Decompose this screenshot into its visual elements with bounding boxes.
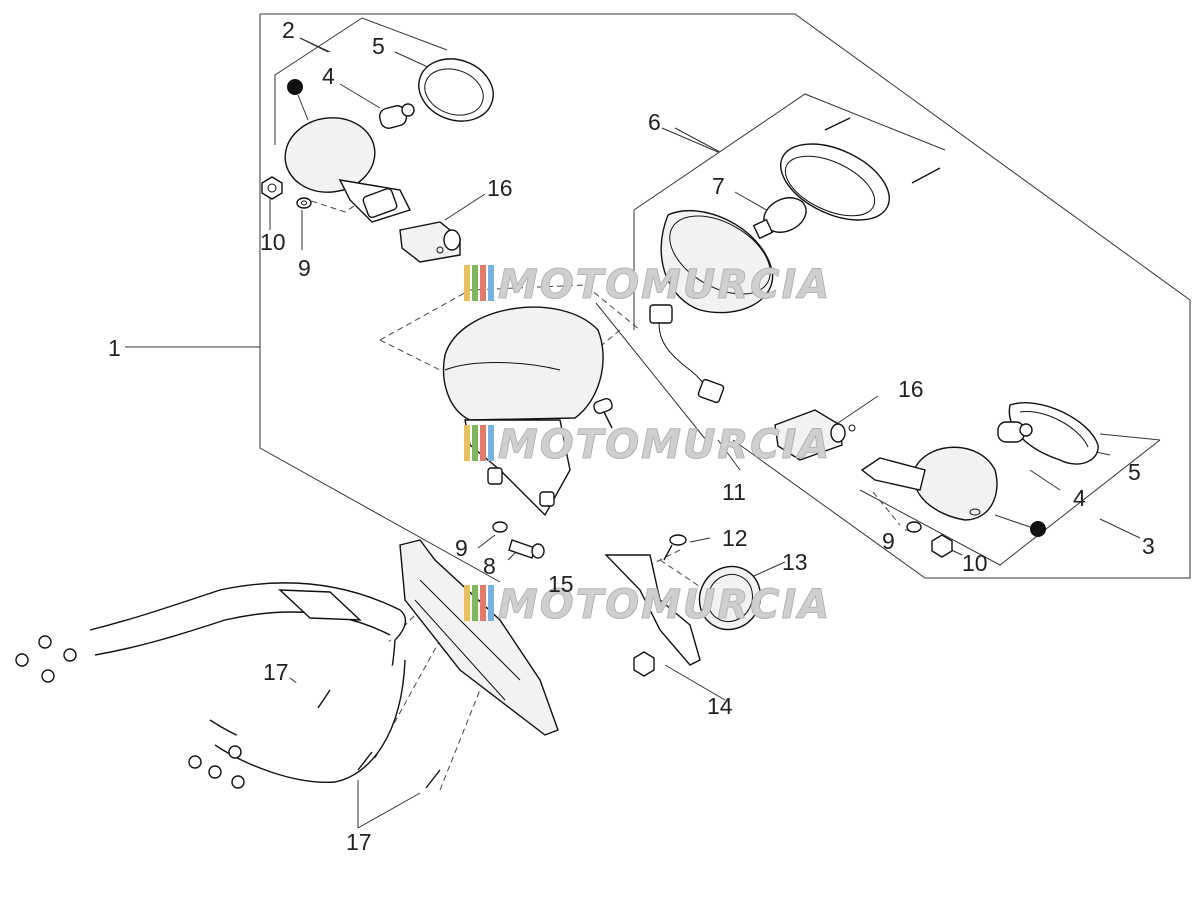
rivet-part	[317, 689, 441, 789]
tail-bulb-part	[752, 197, 807, 240]
indicator-body-part	[860, 446, 1046, 537]
grab-rail-part	[15, 582, 407, 789]
callout-13: 13	[782, 549, 808, 575]
callout-9-right: 9	[882, 528, 895, 554]
callout-2: 2	[282, 17, 295, 43]
callout-15: 15	[548, 571, 574, 597]
watermark-text: MOTOMURCIA	[498, 422, 831, 468]
reference-dot	[1030, 521, 1046, 537]
nut-part	[261, 176, 283, 200]
callout-3: 3	[1142, 533, 1155, 559]
callout-16-left: 16	[487, 175, 513, 201]
callout-6: 6	[648, 109, 661, 135]
callout-17-top: 17	[263, 659, 289, 685]
callout-4-right: 4	[1073, 485, 1086, 511]
callout-7: 7	[712, 173, 725, 199]
tail-light-group	[649, 117, 941, 404]
callout-16-right: 16	[898, 376, 924, 402]
callout-10-left: 10	[260, 229, 286, 255]
watermark-3: MOTOMURCIA	[464, 582, 831, 629]
callout-12: 12	[722, 525, 748, 551]
nut-part	[931, 534, 953, 558]
callout-8: 8	[483, 553, 496, 579]
left-indicator-group	[261, 58, 494, 263]
callout-5-right: 5	[1128, 459, 1141, 485]
callout-14: 14	[707, 693, 733, 719]
callout-1: 1	[108, 335, 121, 361]
screw-part	[593, 397, 613, 429]
watermark-text: MOTOMURCIA	[498, 582, 831, 628]
reflector-part	[698, 565, 762, 631]
washer-part	[492, 521, 508, 533]
bulb-part	[997, 421, 1033, 443]
grommet-part	[399, 221, 461, 263]
indicator-lens-part	[418, 58, 494, 122]
callout-10-right: 10	[962, 550, 988, 576]
wiring-harness-part	[649, 304, 725, 404]
callout-11: 11	[722, 479, 746, 505]
watermark-2: MOTOMURCIA	[464, 422, 831, 469]
bulb-part	[378, 103, 415, 129]
screw-part	[824, 117, 941, 184]
central-housing-group	[442, 306, 613, 517]
washer-part	[906, 521, 922, 533]
grommet-part	[774, 409, 856, 461]
license-plate-bracket-group	[15, 521, 762, 789]
reflector-bracket-part	[604, 554, 701, 666]
callout-17-bottom: 17	[346, 829, 372, 855]
callout-9-center: 9	[455, 535, 468, 561]
callout-9-left: 9	[298, 255, 311, 281]
flange-nut-part	[633, 651, 655, 677]
plate-holder-part	[399, 539, 559, 736]
right-indicator-group	[774, 402, 1099, 558]
tail-light-bezel-part	[780, 143, 890, 221]
watermark: MOTOMURCIA MOTOMURCIA MOTOMURCIA	[464, 262, 831, 629]
tail-light-housing-part	[660, 210, 774, 314]
washer-part	[296, 197, 312, 209]
watermark-text: MOTOMURCIA	[498, 262, 831, 308]
callout-5-left: 5	[372, 33, 385, 59]
mounting-stud-part	[15, 635, 245, 789]
reference-dot	[287, 79, 303, 95]
indicator-body-part	[284, 79, 411, 223]
callout-labels: 1 2 3 4 4 5 5 6 7 8 9 9 9 10 10 11 12 13…	[108, 17, 1155, 855]
watermark-1: MOTOMURCIA	[464, 262, 831, 309]
callout-4-left: 4	[322, 63, 335, 89]
bolt-part	[508, 539, 545, 559]
assembly-frames	[125, 13, 1191, 583]
screw-part	[663, 534, 687, 561]
